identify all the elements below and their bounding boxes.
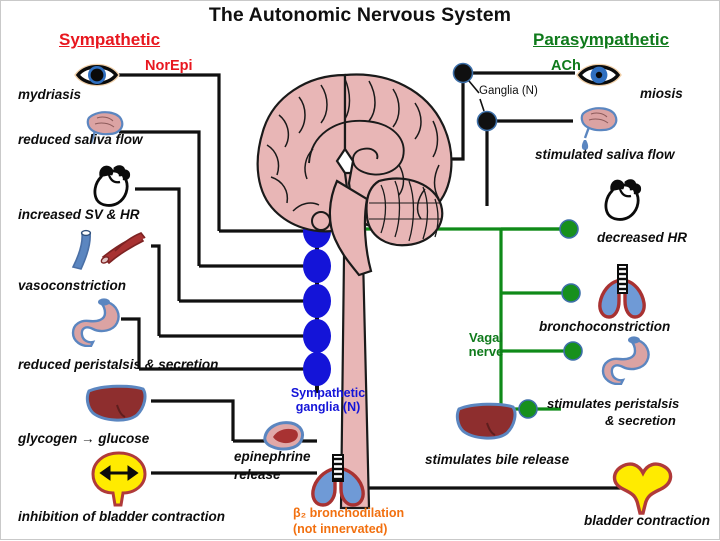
- parasympathetic-label-eye: miosis: [640, 86, 683, 101]
- blood-vessels-icon: [71, 229, 146, 270]
- eye-dilated-icon: [74, 63, 120, 87]
- vagal-nerve-label-line1: Vagal: [469, 330, 503, 345]
- lungs-constricted-icon: [598, 264, 646, 319]
- vagal-nerve-label-line2: nerve: [468, 344, 504, 360]
- heart-icon-right: [604, 179, 642, 221]
- sympathetic-label-bladder: inhibition of bladder contraction: [18, 509, 225, 524]
- salivary-gland-icon-right: [580, 107, 618, 150]
- eye-constricted-icon: [576, 63, 622, 87]
- stomach-icon-right: [601, 336, 650, 385]
- page-title: The Autonomic Nervous System: [208, 4, 512, 26]
- liver-icon-left: [85, 384, 147, 422]
- parasympathetic-label-saliva: stimulated saliva flow: [535, 147, 675, 162]
- vagal-nerve-label: Vagal nerve: [456, 330, 516, 360]
- lungs-dilated-icon: [311, 454, 365, 507]
- parasympathetic-label-bladder: bladder contraction: [584, 513, 711, 528]
- sympathetic-header: Sympathetic: [59, 30, 161, 49]
- sympathetic-label-stomach: reduced peristalsis & secretion: [18, 357, 219, 372]
- adrenal-label-line1: epinephrine: [234, 449, 311, 464]
- sympathetic-ganglia-label-line2: ganglia (N): [295, 399, 361, 414]
- bronchodilation-label-line2: (not innervated): [293, 522, 388, 536]
- parasympathetic-header: Parasympathetic: [533, 30, 670, 49]
- parasympathetic-ganglia-label: Ganglia (N): [479, 85, 538, 97]
- heart-icon-left: [93, 165, 131, 207]
- parasympathetic-label-lungs: bronchoconstriction: [539, 319, 671, 334]
- sympathetic-label-saliva: reduced saliva flow: [18, 132, 143, 147]
- stomach-icon-left: [71, 298, 120, 347]
- parasympathetic-label-stomach-line1: stimulates peristalsis: [547, 396, 680, 411]
- sympathetic-label-eye: mydriasis: [18, 87, 82, 102]
- liver-icon-right: [455, 402, 517, 440]
- brain-and-spinal-cord: [256, 73, 453, 510]
- parasympathetic-label-heart: decreased HR: [597, 230, 688, 245]
- bladder-contracted-icon: [612, 462, 673, 515]
- salivary-gland-icon-left: [86, 111, 124, 144]
- adrenal-gland-icon: [263, 421, 305, 451]
- sympathetic-label-liver: glycogen → glucose: [18, 431, 150, 446]
- parasympathetic-label-liver: stimulates bile release: [425, 452, 570, 467]
- parasympathetic-label-stomach-line2: & secretion: [605, 413, 676, 428]
- bronchodilation-label-line1: β₂ bronchodilation: [293, 506, 405, 520]
- sympathetic-ganglia-label-line1: Sympathetic: [290, 386, 366, 400]
- sympathetic-ganglia-label: Sympathetic ganglia (N): [273, 386, 383, 415]
- ach-label: ACh: [551, 58, 581, 74]
- sympathetic-label-vessels: vasoconstriction: [18, 278, 127, 293]
- bladder-relaxed-icon: [91, 451, 147, 507]
- adrenal-label-line2: release: [234, 467, 281, 482]
- norepi-label: NorEpi: [145, 58, 193, 74]
- sympathetic-label-heart: increased SV & HR: [18, 207, 140, 222]
